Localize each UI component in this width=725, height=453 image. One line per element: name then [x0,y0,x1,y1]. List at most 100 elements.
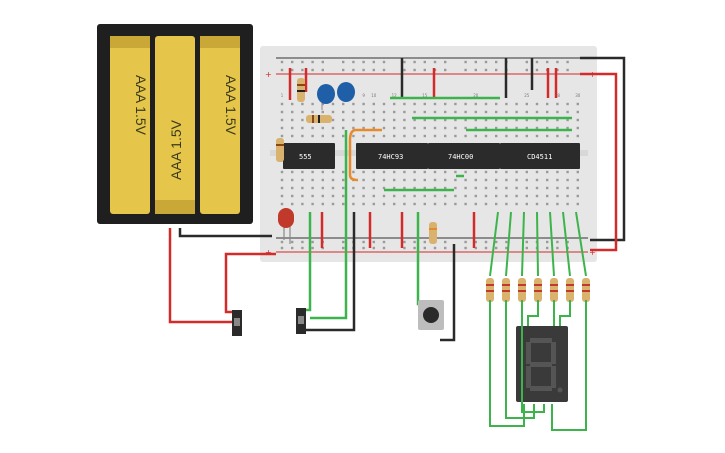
breadboard-hole [342,60,345,64]
battery-lead-red[interactable] [168,228,232,324]
battery-lead-black[interactable] [178,228,272,238]
breadboard-hole [495,170,498,174]
breadboard-hole [423,202,426,206]
breadboard-hole [454,110,457,114]
wire-green[interactable] [521,300,545,413]
breadboard-hole [444,118,447,122]
chip-555[interactable]: 555 [283,143,335,169]
breadboard-hole [484,126,488,130]
breadboard-hole [280,202,284,206]
display-resistor[interactable] [518,211,526,302]
breadboard-hole [464,240,467,244]
breadboard-hole [352,126,355,130]
breadboard-hole [382,246,386,250]
wire-green[interactable] [505,211,512,277]
ceramic-capacitor[interactable] [317,84,335,110]
battery-cell[interactable]: AAA 1.5V [155,36,195,214]
display-resistor[interactable] [534,211,542,302]
wire-black[interactable] [580,56,626,242]
wire-green[interactable] [310,130,348,320]
resistor[interactable] [429,222,437,244]
wire-green[interactable] [489,211,499,277]
breadboard-hole [525,186,528,190]
battery-cell[interactable]: AAA 1.5V [110,36,150,214]
mode-slide-switch[interactable] [296,308,306,334]
breadboard-hole [331,134,335,138]
breadboard-hole [484,240,488,244]
column-number: 25 [524,93,530,98]
wire-green[interactable] [575,211,587,277]
resistor[interactable] [276,138,284,162]
breadboard-hole [535,60,539,64]
resistor[interactable] [306,115,332,123]
breadboard-hole [291,186,294,190]
power-slide-switch[interactable] [232,310,242,336]
column-number: 28 [555,93,561,98]
breadboard-hole [433,186,437,190]
breadboard-hole [393,202,396,206]
breadboard-hole [393,118,396,122]
breadboard-hole [535,178,539,182]
display-resistors[interactable] [486,211,590,302]
breadboard-hole [331,126,335,130]
wire-black[interactable] [440,244,456,342]
breadboard-hole [372,246,375,250]
breadboard-hole [393,178,396,182]
chip-74hc93[interactable]: 74HC93 [356,143,428,169]
breadboard-hole [546,102,549,106]
breadboard-hole [484,194,488,198]
breadboard-hole [474,68,477,72]
breadboard-hole [393,186,396,190]
wire-green[interactable] [551,300,587,431]
led[interactable] [278,208,294,244]
breadboard-hole [393,170,396,174]
wire-green[interactable] [549,211,555,277]
wire-orange[interactable] [348,128,382,182]
wire-green[interactable] [536,211,539,277]
breadboard-hole [362,102,365,106]
breadboard-hole [403,202,406,206]
wire-black[interactable] [306,212,356,332]
wire-green[interactable] [562,211,571,277]
seven-segment-display[interactable] [516,326,568,402]
display-resistor[interactable] [562,211,574,302]
breadboard-hole [382,118,386,122]
breadboard-hole [423,126,426,130]
chip-74hc00[interactable]: 74HC00 [428,143,500,169]
breadboard-hole [393,194,396,198]
display-resistor[interactable] [575,211,590,302]
wire-green[interactable] [559,300,571,326]
wire-green[interactable] [489,300,525,427]
resistor-band [550,290,558,292]
ceramic-capacitor[interactable] [337,82,355,102]
breadboard-hole [403,134,406,138]
display-resistor[interactable] [549,211,558,302]
wire-green[interactable] [521,211,525,277]
breadboard-hole [546,118,549,122]
battery-cell[interactable]: AAA 1.5V [200,36,240,214]
wire-red[interactable] [580,72,618,252]
wire-green[interactable] [527,300,539,326]
battery-pack[interactable]: AAA 1.5V AAA 1.5V AAA 1.5V [97,24,253,224]
breadboard-hole [280,246,284,250]
breadboard-hole [444,126,447,130]
jumper-wires[interactable] [288,58,572,248]
breadboard-hole [515,126,518,130]
pushbutton[interactable] [418,300,444,330]
display-resistor[interactable] [502,211,512,302]
wire-red[interactable] [224,252,276,314]
breadboard-hole [484,102,488,106]
breadboard-hole [433,170,437,174]
breadboard-hole [331,118,335,122]
breadboard-hole [321,126,324,130]
breadboard-hole [566,68,569,72]
breadboard-hole [546,110,549,114]
breadboard-hole [291,60,294,64]
display-resistor[interactable] [486,211,499,302]
breadboard-hole [321,110,324,114]
display-segments [526,338,563,393]
resistor[interactable] [297,78,305,102]
chip-cd4511[interactable]: CD4511 [500,143,580,169]
breadboard-hole [495,202,498,206]
